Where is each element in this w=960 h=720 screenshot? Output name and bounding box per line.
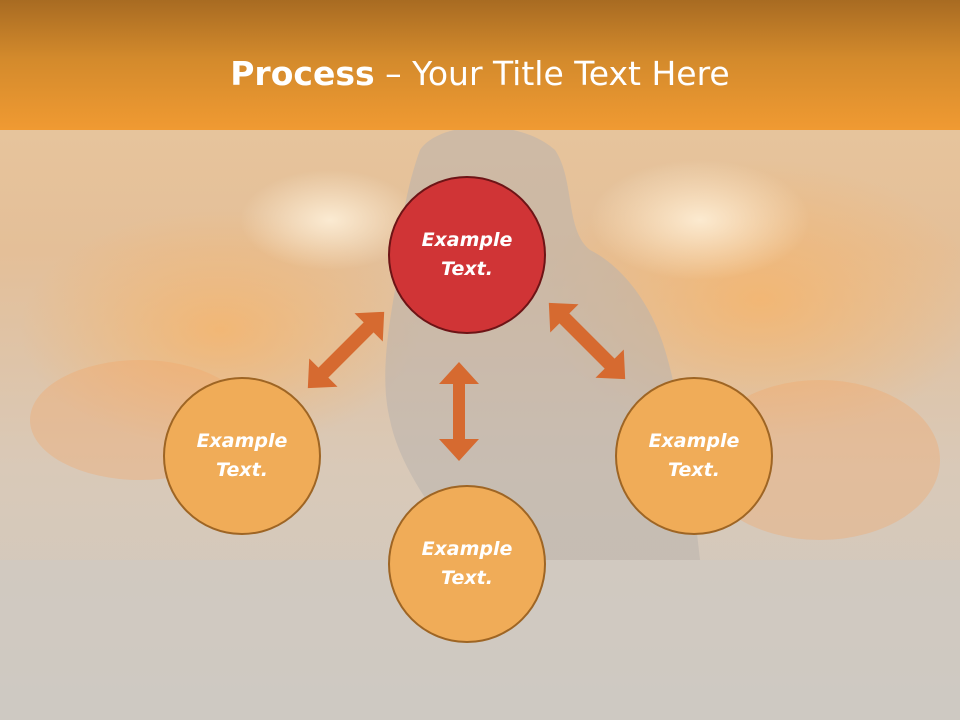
node-label: Example Text. [648, 430, 740, 481]
process-node-right: Example Text. [615, 377, 773, 535]
title-banner [0, 0, 960, 130]
double-arrow-icon [439, 362, 479, 461]
slide-title: Process – Your Title Text Here [0, 52, 960, 96]
node-label: Example Text. [421, 229, 513, 280]
title-strong: Process [230, 54, 375, 93]
process-node-left: Example Text. [163, 377, 321, 535]
node-label: Example Text. [421, 538, 513, 589]
node-label: Example Text. [196, 430, 288, 481]
title-rest: – Your Title Text Here [374, 54, 730, 93]
double-arrow-icon [548, 302, 626, 380]
process-node-bottom: Example Text. [388, 485, 546, 643]
double-arrow-icon [307, 311, 385, 389]
process-node-top: Example Text. [388, 176, 546, 334]
